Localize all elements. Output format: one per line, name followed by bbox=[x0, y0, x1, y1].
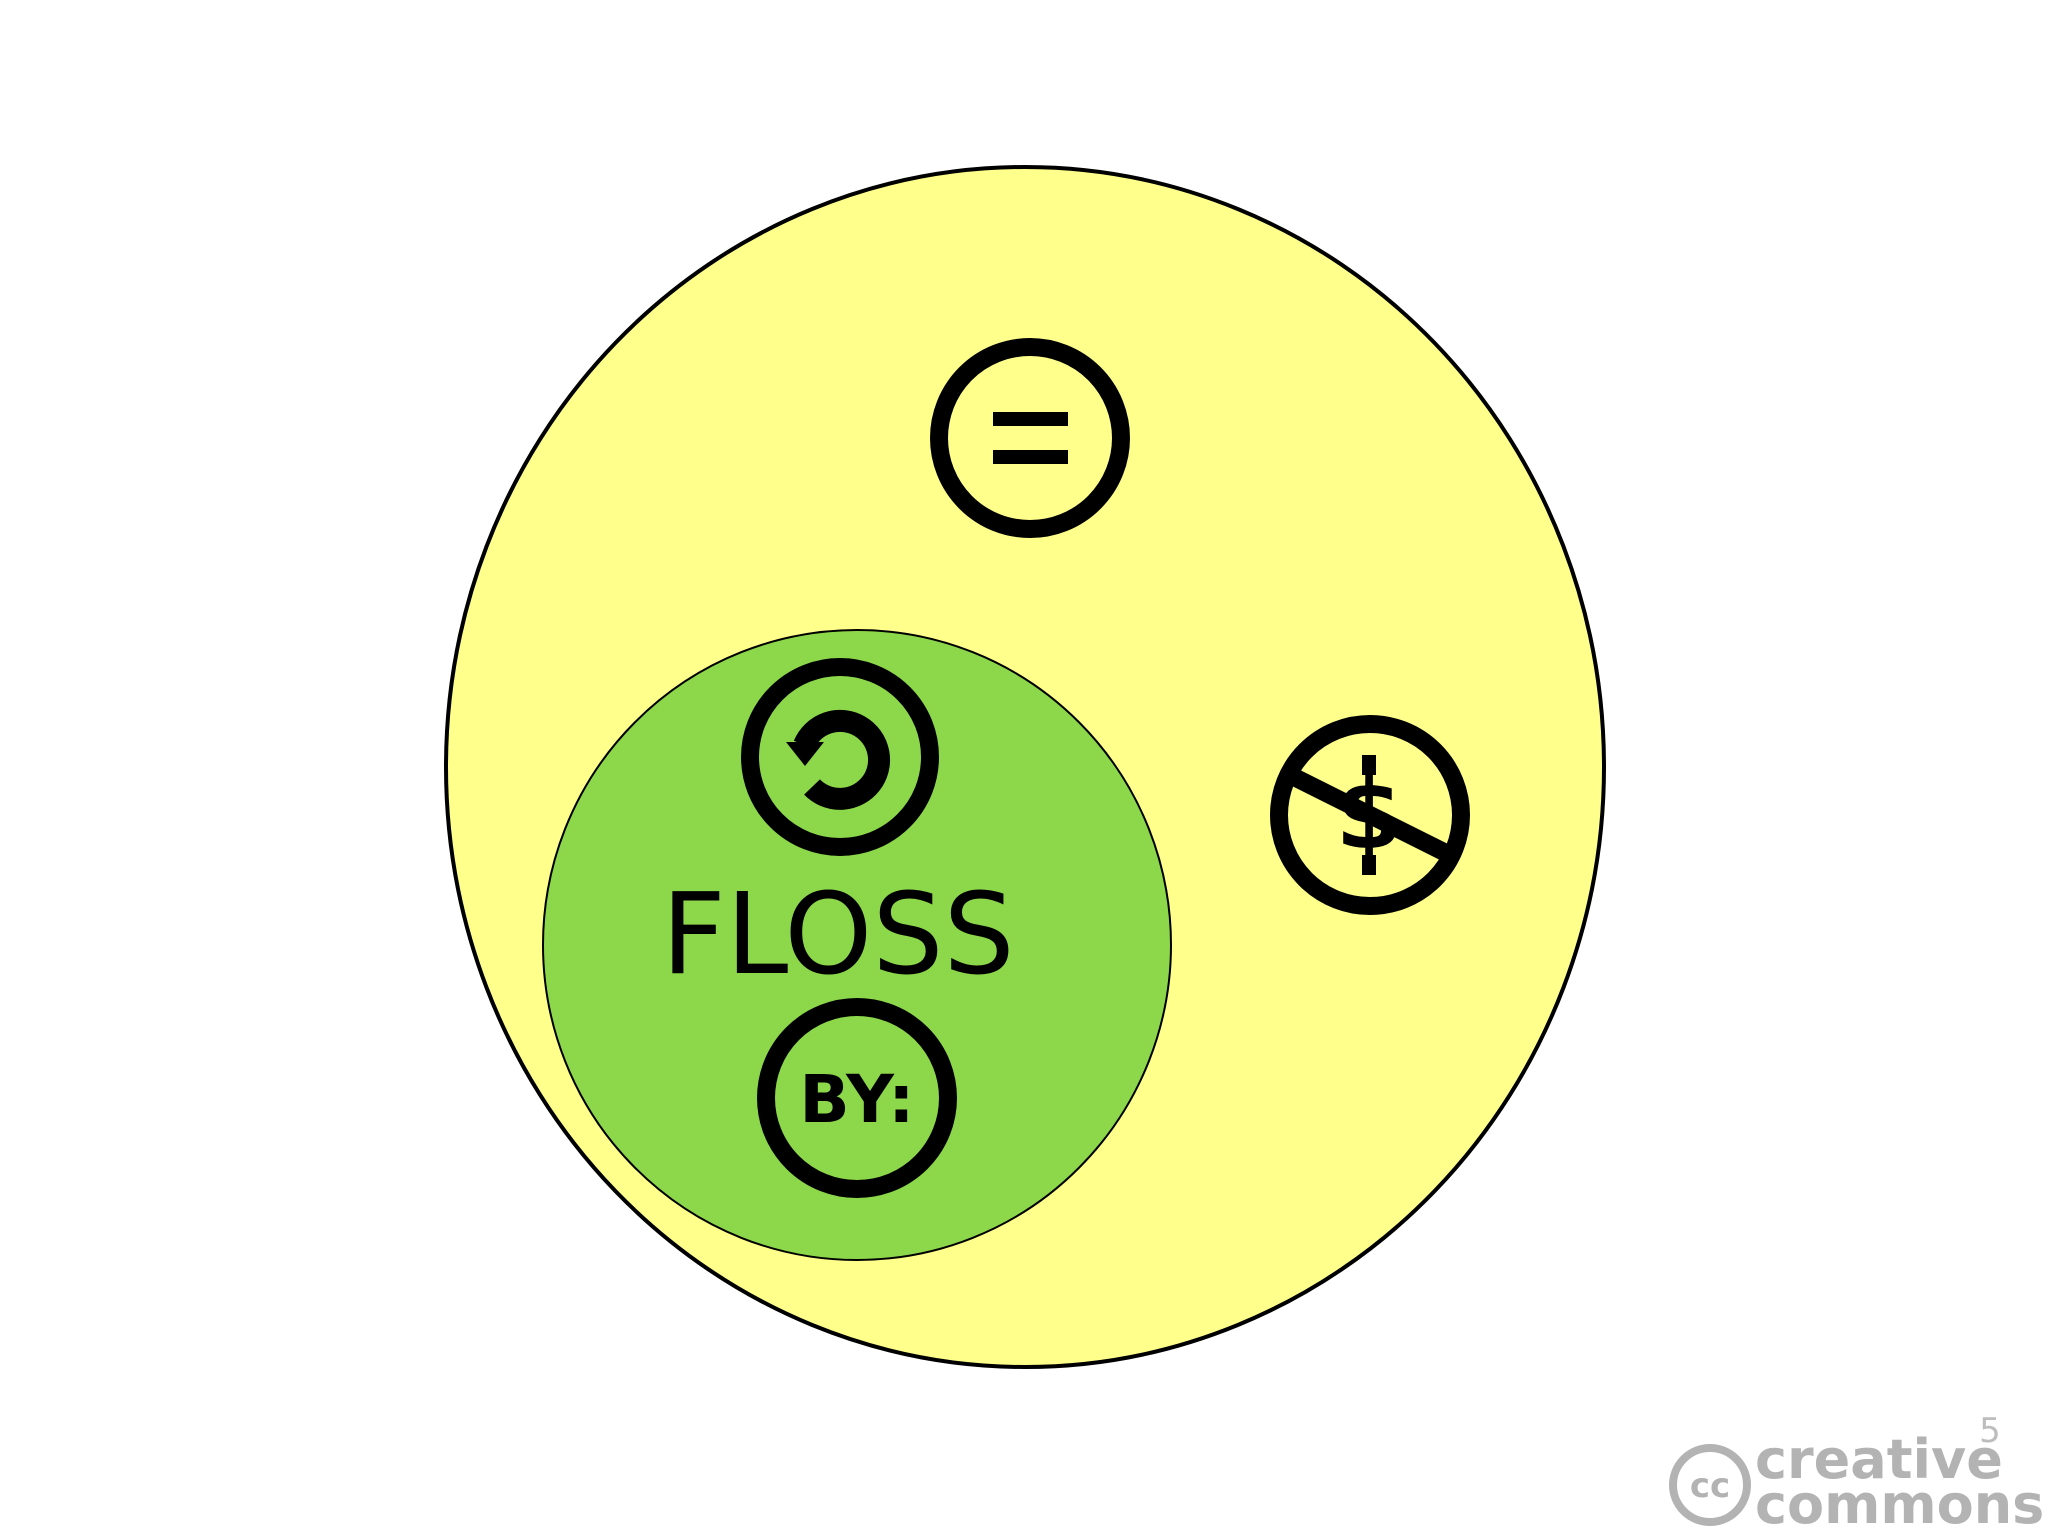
no-dollar-icon: $ bbox=[1270, 715, 1470, 915]
share-alike-icon bbox=[741, 658, 939, 856]
page-number: 5 bbox=[1979, 1411, 2001, 1451]
floss-circle bbox=[542, 629, 1172, 1261]
creative-commons-logo: cc creative commons bbox=[1669, 1428, 2044, 1535]
equals-icon bbox=[930, 338, 1130, 538]
attribution-icon: BY: bbox=[757, 998, 957, 1198]
cc-logo-line1: creative bbox=[1755, 1428, 2003, 1491]
cc-logo-icon bbox=[1669, 1444, 1751, 1526]
attribution-label: BY: bbox=[799, 1061, 914, 1138]
cc-logo-mark: cc bbox=[1690, 1466, 1730, 1506]
cc-logo-line2: commons bbox=[1755, 1473, 2044, 1535]
floss-label: FLOSS bbox=[661, 870, 1014, 1000]
